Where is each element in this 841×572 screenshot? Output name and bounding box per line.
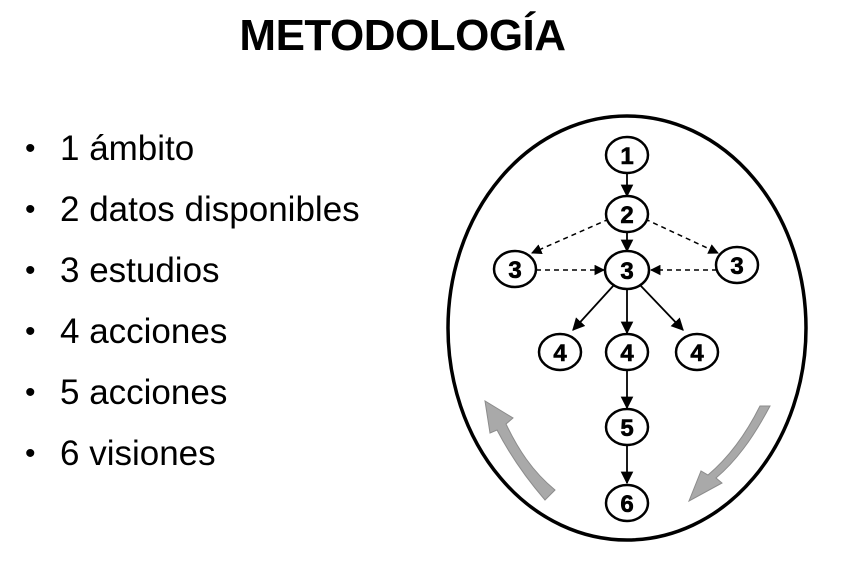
svg-text:3: 3 [620, 258, 633, 285]
bullet-text: 4 acciones [60, 312, 228, 351]
node-1: 1 [604, 135, 650, 175]
enclosing-oval [446, 114, 808, 542]
node-3-right: 3 [714, 245, 760, 285]
solid-edges [572, 173, 684, 485]
bullet-text: 6 visiones [60, 434, 216, 473]
bullet-text: 5 acciones [60, 373, 228, 412]
svg-text:4: 4 [690, 340, 704, 367]
feedback-arrow-left [484, 400, 556, 501]
bullet-dot: • [25, 254, 36, 287]
node-4-center: 4 [604, 332, 650, 372]
dashed-edges [531, 218, 719, 276]
feedback-arrows [484, 400, 771, 503]
bullet-text: 2 datos disponibles [60, 190, 360, 229]
methodology-diagram: 1 2 3 3 3 4 4 4 [446, 114, 808, 542]
bullet-item: • 3 estudios [22, 246, 360, 307]
dashed-edge-2-3-right [644, 218, 719, 254]
svg-text:3: 3 [730, 253, 743, 280]
bullet-dot: • [25, 376, 36, 409]
svg-text:1: 1 [620, 143, 633, 170]
bullet-item: • 4 acciones [22, 307, 360, 368]
feedback-arrow-right [688, 405, 771, 503]
svg-text:2: 2 [620, 202, 633, 229]
node-3-left: 3 [492, 249, 538, 289]
slide-title: METODOLOGÍA [239, 11, 566, 60]
bullet-text: 3 estudios [60, 251, 220, 290]
bullet-text: 1 ámbito [60, 129, 195, 168]
svg-text:4: 4 [553, 340, 567, 367]
bullet-dot: • [25, 437, 36, 470]
node-4-right: 4 [674, 332, 720, 372]
svg-text:3: 3 [508, 257, 521, 284]
svg-text:5: 5 [620, 415, 633, 442]
node-5: 5 [604, 407, 650, 447]
node-2: 2 [604, 194, 650, 234]
bullet-item: • 1 ámbito [22, 124, 360, 185]
bullet-dot: • [25, 315, 36, 348]
bullet-dot: • [25, 193, 36, 226]
node-6: 6 [604, 483, 650, 523]
dashed-edge-2-3-left [531, 218, 610, 254]
svg-text:6: 6 [620, 491, 633, 518]
bullet-item: • 5 acciones [22, 368, 360, 429]
edge-3-4-right [639, 284, 684, 331]
bullet-item: • 2 datos disponibles [22, 185, 360, 246]
svg-text:4: 4 [620, 340, 634, 367]
node-4-left: 4 [537, 332, 583, 372]
bullet-item: • 6 visiones [22, 429, 360, 490]
node-3-center: 3 [603, 249, 651, 291]
edge-3-4-left [572, 284, 615, 331]
diagram-nodes: 1 2 3 3 3 4 4 4 [492, 135, 760, 523]
bullet-list: • 1 ámbito • 2 datos disponibles • 3 estudi… [22, 124, 360, 490]
bullet-dot: • [25, 132, 36, 165]
